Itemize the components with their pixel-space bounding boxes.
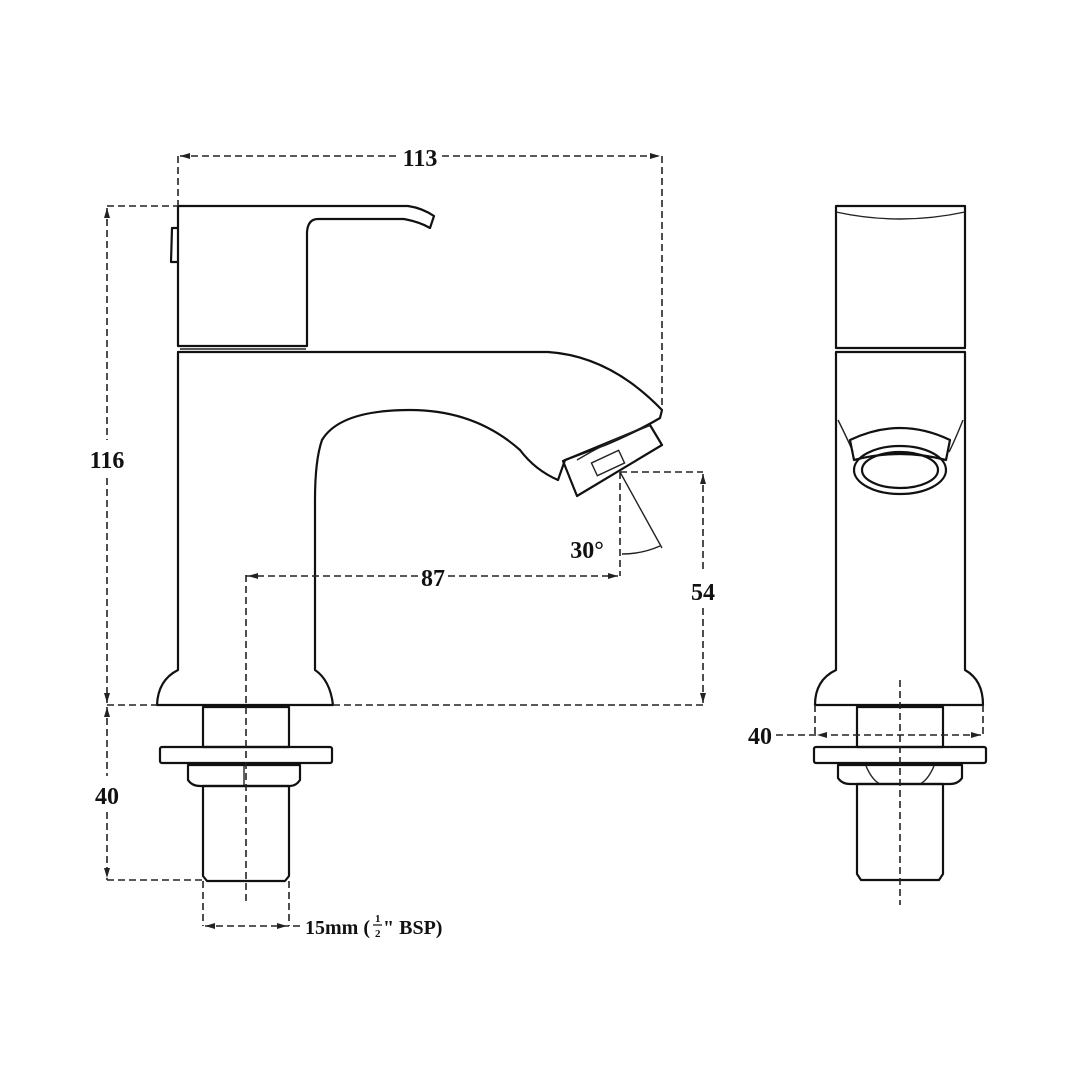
- dim-thread-size: 15mm ( 1 2 " BSP): [305, 913, 442, 940]
- aerator-ring: [576, 424, 651, 461]
- aerator-inner-ring: [860, 450, 940, 490]
- front-handle-curve: [835, 211, 966, 220]
- dim-spout-height: 54: [691, 580, 715, 606]
- dimension-lines: [104, 153, 984, 929]
- thread-size-text: 15mm (: [305, 917, 370, 939]
- handle-button: [169, 226, 180, 264]
- thread-fraction-numerator: 1: [375, 913, 381, 925]
- front-handle: [834, 204, 967, 350]
- dim-overall-height: 116: [90, 448, 125, 474]
- handle-block: [176, 204, 436, 348]
- aerator-insert: [590, 449, 626, 477]
- aerator-outer-ring: [852, 444, 948, 496]
- front-nut: [836, 763, 964, 786]
- dim-spout-angle: 30°: [570, 538, 604, 564]
- front-body: [813, 350, 985, 707]
- dim-spout-reach: 87: [421, 566, 445, 592]
- aerator: [561, 423, 664, 498]
- thread-suffix-text: " BSP): [383, 917, 442, 939]
- front-view: [812, 204, 988, 905]
- side-view: [155, 204, 664, 905]
- tap-body: [155, 350, 664, 707]
- front-shank: [855, 782, 945, 882]
- threaded-shank: [201, 784, 291, 883]
- dim-base-width: 40: [748, 724, 772, 750]
- dim-overall-width: 113: [403, 146, 438, 172]
- dim-shank-length: 40: [95, 784, 119, 810]
- thread-fraction-denominator: 2: [375, 928, 381, 940]
